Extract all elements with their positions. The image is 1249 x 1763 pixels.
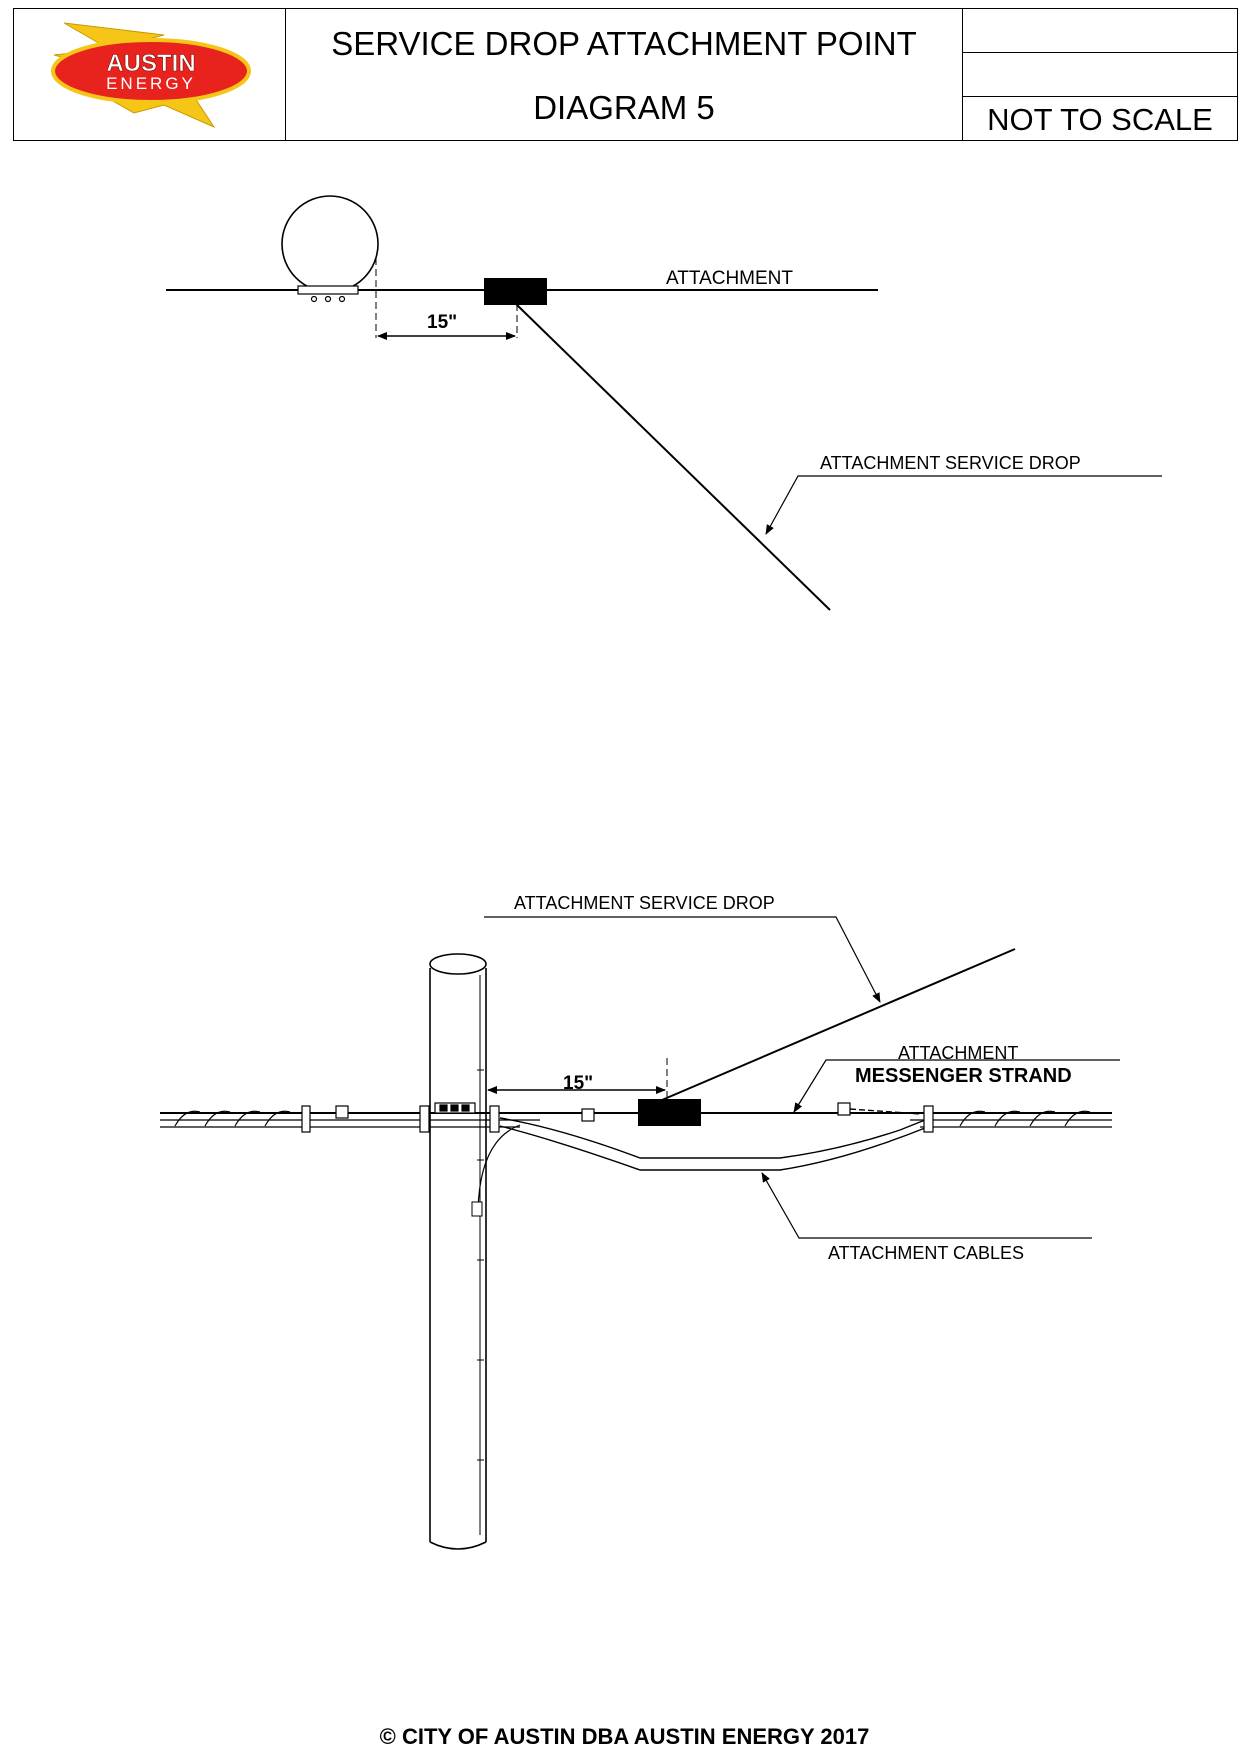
austin-energy-logo: AUSTIN ENERGY	[51, 22, 251, 129]
logo-cell: AUSTIN ENERGY	[14, 9, 286, 140]
logo-text-austin: AUSTIN	[106, 50, 195, 77]
meta-row-blank-2	[963, 53, 1237, 97]
messenger-strand-bottom	[160, 1112, 1112, 1128]
riser-clamp	[471, 1201, 483, 1217]
dimension-label-bottom: 15"	[563, 1073, 593, 1094]
meta-row-blank-1	[963, 9, 1237, 53]
cable-lashing-right	[959, 1110, 1091, 1127]
meta-cell: NOT TO SCALE	[963, 9, 1237, 140]
pole-riser-cable	[477, 1124, 521, 1211]
leader-service-drop-top	[765, 475, 1162, 535]
label-attachment-cables: ATTACHMENT CABLES	[828, 1243, 1024, 1263]
attachment-block-top	[484, 278, 547, 305]
top-diagram	[166, 195, 1162, 611]
logo-text-energy: ENERGY	[106, 74, 196, 93]
leader-service-drop-bottom	[484, 916, 881, 1003]
drawing-number: DIAGRAM 5	[533, 89, 715, 126]
label-service-drop-bottom: ATTACHMENT SERVICE DROP	[514, 893, 775, 913]
title-cell: SERVICE DROP ATTACHMENT POINT DIAGRAM 5	[286, 9, 963, 140]
label-service-drop-top: ATTACHMENT SERVICE DROP	[820, 453, 1081, 473]
pole-bracket-bottom	[434, 1102, 476, 1114]
leader-messenger	[793, 1059, 1120, 1113]
pole-top-view	[281, 195, 379, 293]
utility-pole	[429, 953, 487, 1550]
label-messenger-strand: MESSENGER STRAND	[855, 1065, 1072, 1087]
strand-clamps	[301, 1102, 934, 1133]
service-drop-line-bottom	[661, 948, 1016, 1101]
pole-bracket	[297, 285, 359, 303]
service-drop-line-top	[515, 303, 831, 611]
drawing-title: SERVICE DROP ATTACHMENT POINT	[331, 25, 917, 62]
cable-lashing-left	[174, 1110, 291, 1127]
label-attachment-bottom: ATTACHMENT	[898, 1043, 1018, 1063]
copyright-footer: © CITY OF AUSTIN DBA AUSTIN ENERGY 2017	[379, 1724, 870, 1749]
title-block: AUSTIN ENERGY SERVICE DROP ATTACHMENT PO…	[13, 8, 1238, 141]
bottom-diagram	[160, 916, 1120, 1550]
attachment-block-bottom	[638, 1099, 701, 1126]
scale-note: NOT TO SCALE	[987, 102, 1213, 137]
leader-cables	[761, 1172, 1092, 1239]
logo-oval	[51, 38, 251, 104]
attachment-cables	[499, 1117, 926, 1159]
dimension-label-top: 15"	[427, 312, 457, 333]
label-attachment-top: ATTACHMENT	[666, 268, 793, 289]
